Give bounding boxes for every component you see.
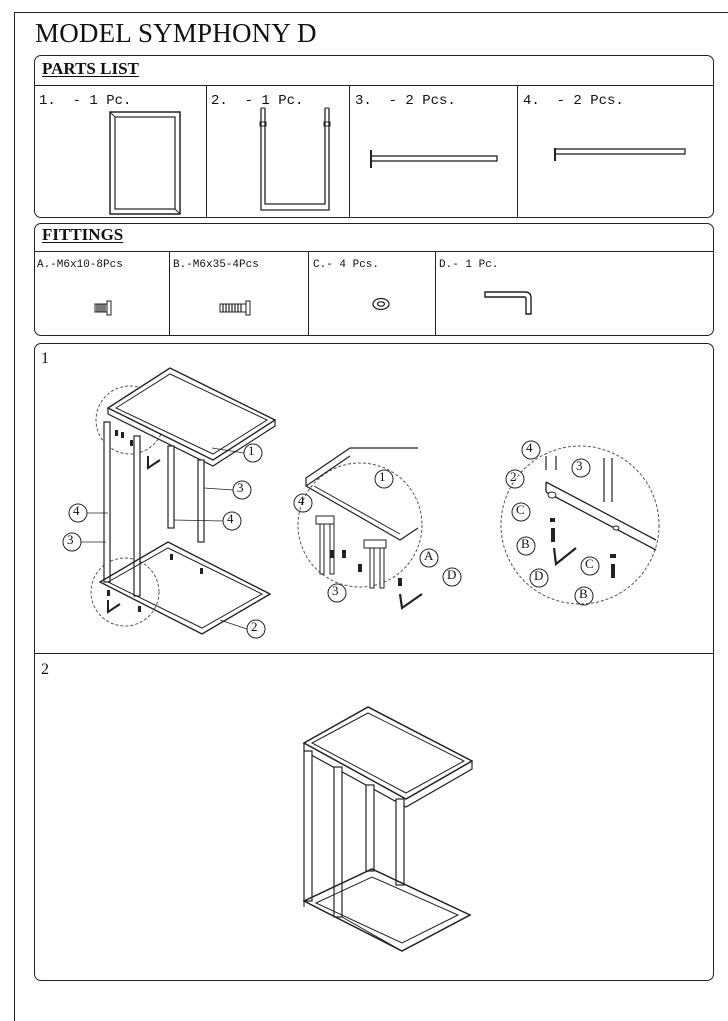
- bolt-short-icon: [94, 300, 112, 316]
- step-1-main-assembly-diagram: [90, 367, 277, 635]
- callout-main-3a: 3: [237, 480, 244, 495]
- callout-main-4b: 4: [227, 511, 234, 526]
- fittings-heading: FITTINGS: [42, 225, 124, 244]
- part-2-label: 2. - 1 Pc.: [211, 93, 304, 109]
- fittings-divider: [35, 251, 713, 252]
- callout-detail1-D: D: [447, 567, 457, 582]
- fitting-a-label: A.-M6x10-8Pcs: [37, 259, 123, 271]
- parts-list-divider: [35, 85, 713, 86]
- page-frame: [14, 12, 728, 1021]
- fittings-col-divider-2: [308, 251, 309, 335]
- parts-col-divider-3: [517, 85, 518, 217]
- part-3-leg-drawing: [370, 150, 498, 168]
- callout-detail2-2: 2: [510, 469, 517, 484]
- step-2-number: 2: [41, 661, 49, 678]
- callout-main-2: 2: [251, 619, 258, 634]
- callout-detail1-1: 1: [379, 469, 386, 484]
- callout-detail2-D: D: [534, 568, 544, 583]
- part-1-top-frame-drawing: [109, 111, 181, 215]
- callout-main-1: 1: [248, 443, 255, 458]
- callout-detail1-A: A: [424, 548, 434, 563]
- callout-main-4a: 4: [73, 503, 80, 518]
- part-4-label: 4. - 2 Pcs.: [523, 93, 624, 109]
- step-1-detail-base-diagram: [500, 445, 660, 605]
- step-2-assembled-table-diagram: [302, 706, 474, 952]
- part-4-leg-drawing: [554, 148, 686, 161]
- allen-key-icon: [484, 291, 532, 315]
- step-1-detail-top-diagram: [297, 447, 423, 610]
- part-3-label: 3. - 2 Pcs.: [355, 93, 456, 109]
- callout-main-3b: 3: [67, 532, 74, 547]
- callout-detail2-C2: C: [585, 556, 594, 571]
- callout-detail1-3: 3: [332, 583, 339, 598]
- callout-detail1-4: 4: [298, 493, 305, 508]
- callout-detail2-B2: B: [579, 586, 588, 601]
- callout-detail2-B1: B: [521, 536, 530, 551]
- document-title: MODEL SYMPHONY D: [35, 18, 317, 48]
- fittings-panel: FITTINGS A.-M6x10-8Pcs B.-M6x35-4Pcs C.-…: [34, 223, 714, 336]
- fittings-col-divider-1: [169, 251, 170, 335]
- fitting-c-label: C.- 4 Pcs.: [313, 259, 380, 271]
- callout-detail2-C1: C: [516, 502, 525, 517]
- part-1-label: 1. - 1 Pc.: [39, 93, 132, 109]
- callout-detail2-3: 3: [576, 458, 583, 473]
- parts-list-heading: PARTS LIST: [42, 59, 139, 78]
- bolt-long-icon: [219, 300, 251, 316]
- callout-detail2-4: 4: [526, 440, 533, 455]
- fittings-col-divider-3: [435, 251, 436, 335]
- fitting-b-label: B.-M6x35-4Pcs: [173, 259, 259, 271]
- step-1-number: 1: [41, 350, 49, 367]
- parts-list-panel: PARTS LIST 1. - 1 Pc. 2. - 1 Pc. 3. - 2 …: [34, 55, 714, 218]
- part-2-base-frame-drawing: [259, 107, 331, 211]
- parts-col-divider-2: [349, 85, 350, 217]
- fitting-d-label: D.- 1 Pc.: [439, 259, 499, 271]
- parts-col-divider-1: [206, 85, 207, 217]
- washer-icon: [372, 297, 390, 311]
